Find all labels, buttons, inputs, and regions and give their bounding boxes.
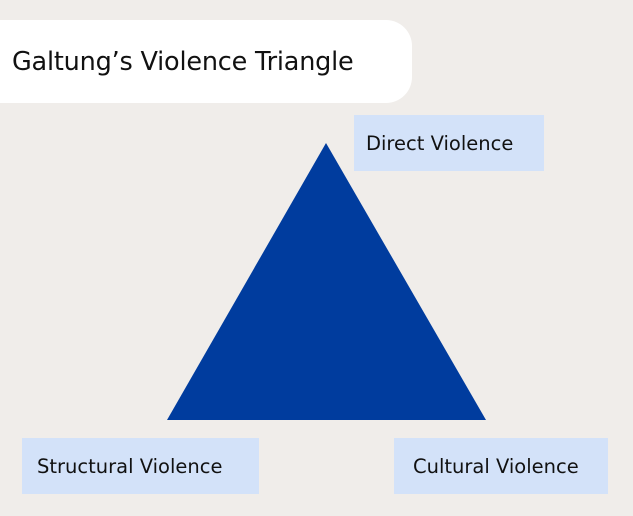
diagram-title: Galtung’s Violence Triangle xyxy=(12,46,354,77)
structural-violence-box: Structural Violence xyxy=(22,438,259,494)
cultural-violence-box: Cultural Violence xyxy=(394,438,608,494)
direct-violence-box: Direct Violence xyxy=(354,115,544,171)
cultural-violence-label: Cultural Violence xyxy=(413,454,579,478)
title-card: Galtung’s Violence Triangle xyxy=(0,20,412,103)
structural-violence-label: Structural Violence xyxy=(37,454,223,478)
direct-violence-label: Direct Violence xyxy=(366,131,514,155)
triangle-shape xyxy=(167,143,486,420)
